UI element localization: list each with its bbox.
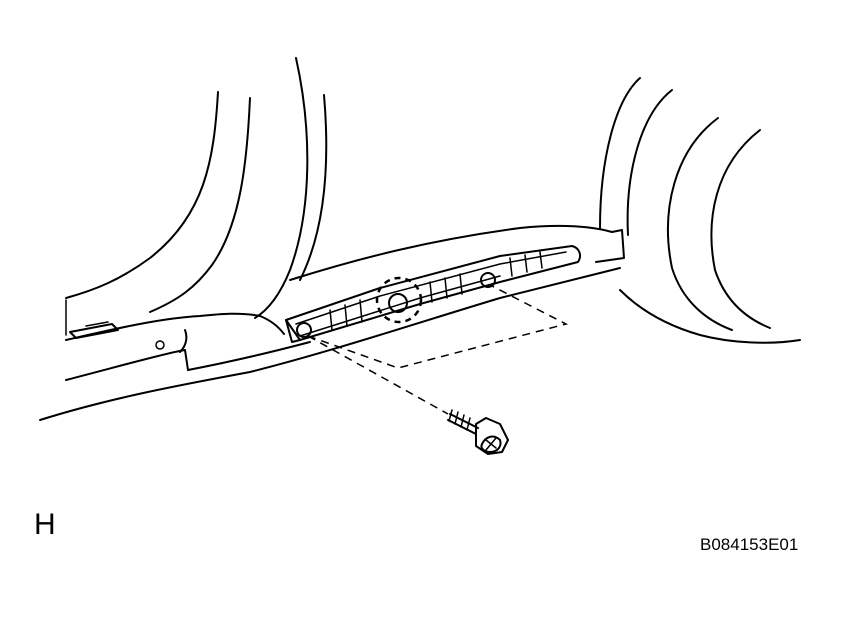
- rocker-panel: [39, 224, 625, 421]
- scuff-plate-rail: [285, 245, 581, 343]
- installation-guide-lines: [307, 285, 569, 415]
- rear-door-opening: [599, 77, 801, 344]
- figure-code-label: B084153E01: [700, 535, 799, 554]
- center-pillar: [65, 57, 328, 319]
- screw-hole-marks: [296, 272, 496, 338]
- view-letter-label: H: [34, 508, 56, 541]
- screw-icon: [447, 409, 509, 455]
- clip-icon: [375, 276, 423, 324]
- sill-detail: [69, 321, 165, 350]
